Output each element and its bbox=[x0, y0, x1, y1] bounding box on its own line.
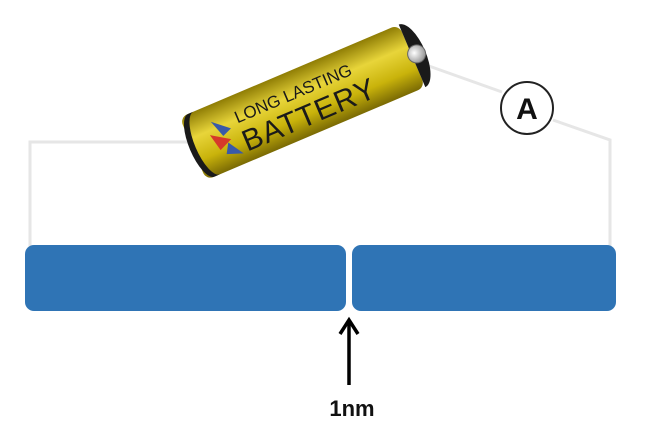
logo-arrow-red bbox=[209, 135, 232, 151]
ammeter-symbol: A bbox=[516, 93, 538, 126]
left-wire bbox=[28, 140, 192, 248]
logo-arrow-top bbox=[210, 121, 231, 136]
gap-label: 1nm bbox=[329, 396, 374, 421]
battery-logo bbox=[209, 121, 244, 155]
ammeter-circle bbox=[500, 81, 554, 135]
logo-arrow-bottom bbox=[226, 142, 244, 155]
right-wire-from-meter bbox=[552, 118, 612, 248]
battery: LONG LASTING BATTERY bbox=[182, 24, 431, 178]
battery-body bbox=[182, 27, 423, 178]
gap-arrow bbox=[338, 316, 360, 385]
right-electrode bbox=[352, 245, 616, 311]
battery-terminal bbox=[407, 44, 427, 64]
left-electrode bbox=[25, 245, 346, 311]
battery-negative-cap bbox=[183, 111, 221, 177]
ammeter: A bbox=[500, 81, 554, 135]
